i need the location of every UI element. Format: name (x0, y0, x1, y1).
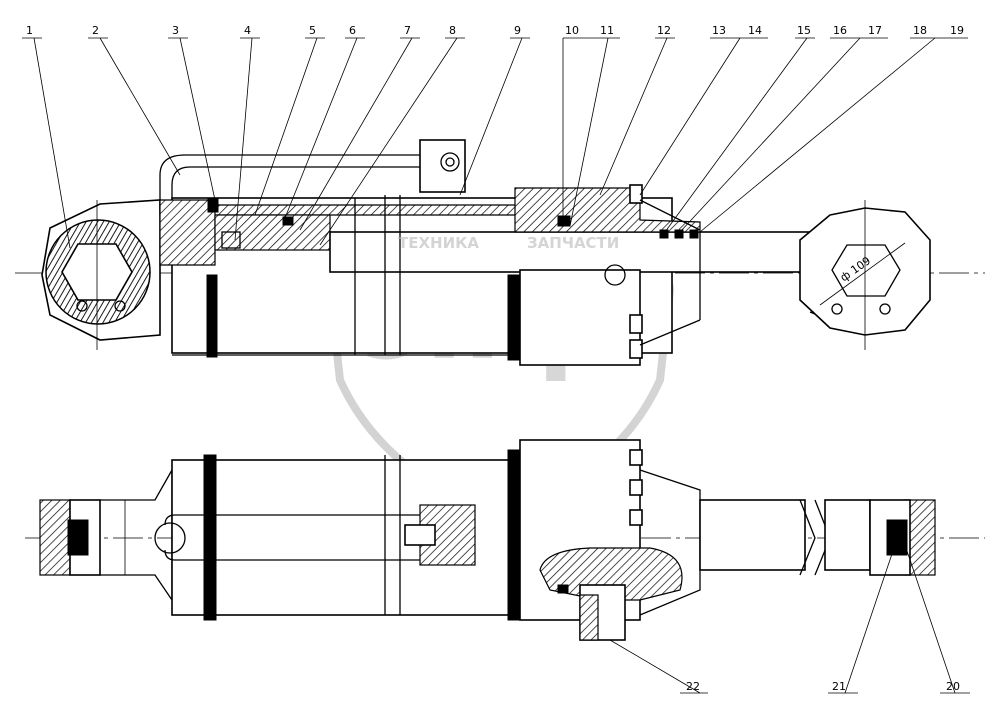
callout-14: 14 (748, 24, 762, 37)
callout-20: 20 (946, 680, 960, 693)
callout-16: 16 (833, 24, 847, 37)
callout-12: 12 (657, 24, 671, 37)
watermark-word-left: ТЕХНИКА (398, 234, 479, 252)
callout-21: 21 (832, 680, 846, 693)
callout-6: 6 (349, 24, 356, 37)
callouts-bottom: 22 21 20 (609, 544, 970, 694)
callout-2: 2 (92, 24, 99, 37)
callout-4: 4 (244, 24, 251, 37)
callout-22: 22 (686, 680, 700, 693)
callout-9: 9 (514, 24, 521, 37)
callout-8: 8 (449, 24, 456, 37)
callout-3: 3 (172, 24, 179, 37)
top-section-view: ф 109 (15, 139, 985, 366)
callout-19: 19 (950, 24, 964, 37)
bottom-view (25, 439, 985, 641)
callout-18: 18 (913, 24, 927, 37)
callout-17: 17 (868, 24, 882, 37)
callout-15: 15 (797, 24, 811, 37)
callout-13: 13 (712, 24, 726, 37)
callout-11: 11 (600, 24, 614, 37)
callout-7: 7 (404, 24, 411, 37)
callout-10: 10 (565, 24, 579, 37)
callout-1: 1 (26, 24, 33, 37)
watermark-word-right: ЗАПЧАСТИ (527, 234, 619, 252)
callout-5: 5 (309, 24, 316, 37)
callouts-top: 1 2 3 4 5 6 7 8 9 10 11 12 13 14 15 16 1… (22, 24, 968, 249)
watermark-text: ТЕХНИКА ЗАПЧАСТИ (398, 234, 619, 252)
